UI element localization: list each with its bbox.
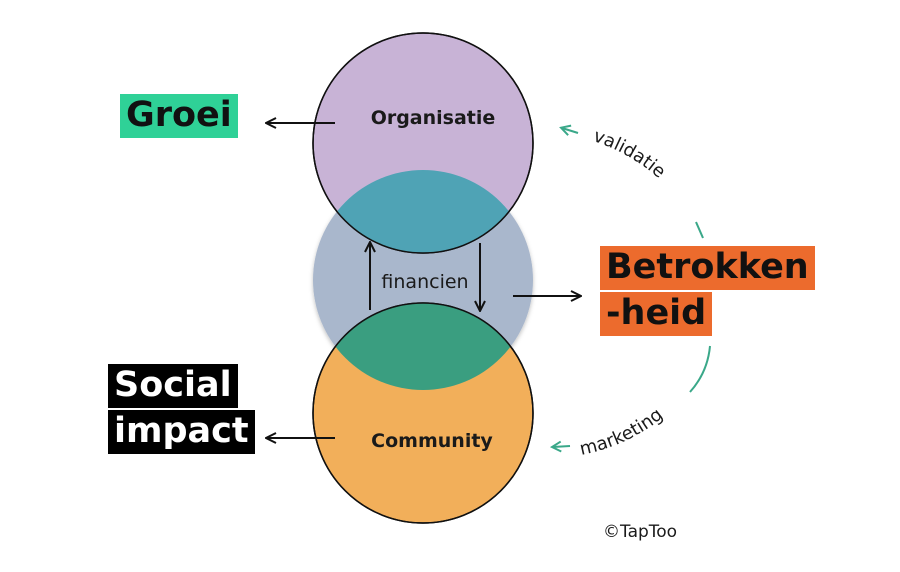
overlap-financien-community	[313, 303, 533, 390]
copyright-notice: ©TapToo	[603, 522, 678, 542]
label-validatie: validatie	[591, 126, 670, 183]
outline-organisatie	[312, 32, 534, 254]
outcome-betrokkenheid-line1: Betrokken	[600, 246, 815, 290]
label-community: Community	[371, 430, 493, 452]
cycle-arrow-marketing-top	[689, 345, 711, 393]
overlap-organisatie-financien	[313, 170, 533, 253]
outcome-groei: Groei	[120, 94, 238, 138]
label-organisatie: Organisatie	[371, 107, 496, 129]
cycle-arrow-validatie-tail	[559, 124, 579, 136]
outline-community	[312, 302, 534, 524]
outcome-social-impact-line2: impact	[108, 410, 255, 454]
outcome-betrokkenheid-line2: -heid	[600, 292, 713, 336]
cycle-arrow-validatie-head	[695, 221, 704, 239]
label-financien: financien	[381, 271, 468, 293]
outcome-social-impact-line1: Social	[108, 364, 238, 408]
label-marketing: marketing	[578, 404, 667, 460]
cycle-arrow-marketing-tail	[549, 440, 571, 453]
